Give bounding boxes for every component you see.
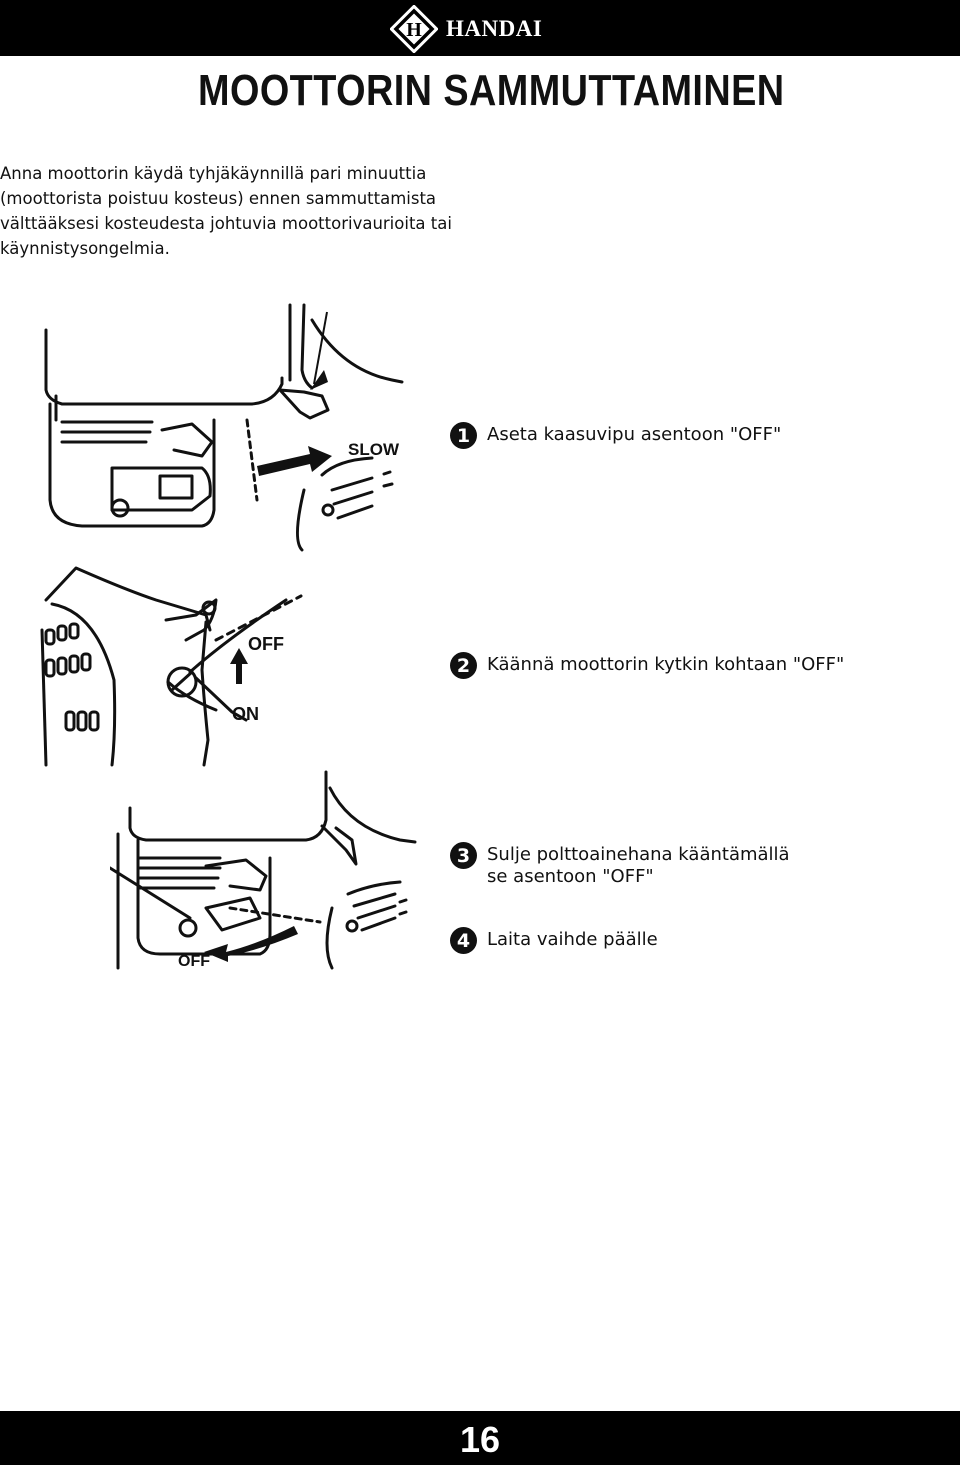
step-number-badge: 3 xyxy=(450,842,477,869)
intro-paragraph: Anna moottorin käydä tyhjäkäynnillä pari… xyxy=(0,164,452,258)
step-text: Aseta kaasuvipu asentoon "OFF" xyxy=(487,424,782,445)
step-number-badge: 1 xyxy=(450,422,477,449)
step-number-badge: 2 xyxy=(450,652,477,679)
page-title: MOOTTORIN SAMMUTTAMINEN xyxy=(198,66,785,115)
step-1: 1 Aseta kaasuvipu asentoon "OFF" xyxy=(450,422,782,449)
logo-letter: H xyxy=(406,19,422,41)
brand-logo: H HANDAI xyxy=(390,4,542,54)
page-number: 16 xyxy=(459,1419,501,1460)
step-3: 3 Sulje polttoainehana kääntämällä se as… xyxy=(450,842,790,888)
throttle-lever-illustration: SLOW xyxy=(44,303,404,552)
fuel-off-label: OFF xyxy=(178,953,210,970)
slow-label: SLOW xyxy=(348,440,400,459)
footer-bar: 16 xyxy=(0,1411,960,1465)
diamond-logo-icon: H xyxy=(390,5,438,53)
fuel-valve-illustration: OFF xyxy=(110,770,417,970)
step-text: Laita vaihde päälle xyxy=(487,929,658,950)
engine-switch-illustration: OFF ON xyxy=(40,566,303,767)
off-label: OFF xyxy=(248,634,284,654)
on-label: ON xyxy=(232,704,259,724)
step-text: Sulje polttoainehana kääntämällä se asen… xyxy=(487,844,790,887)
step-2: 2 Käännä moottorin kytkin kohtaan "OFF" xyxy=(450,652,845,679)
header-bar: H HANDAI xyxy=(0,0,960,56)
step-4: 4 Laita vaihde päälle xyxy=(450,927,658,954)
brand-name: HANDAI xyxy=(446,16,543,41)
step-number-badge: 4 xyxy=(450,927,477,954)
step-text: Käännä moottorin kytkin kohtaan "OFF" xyxy=(487,654,845,675)
